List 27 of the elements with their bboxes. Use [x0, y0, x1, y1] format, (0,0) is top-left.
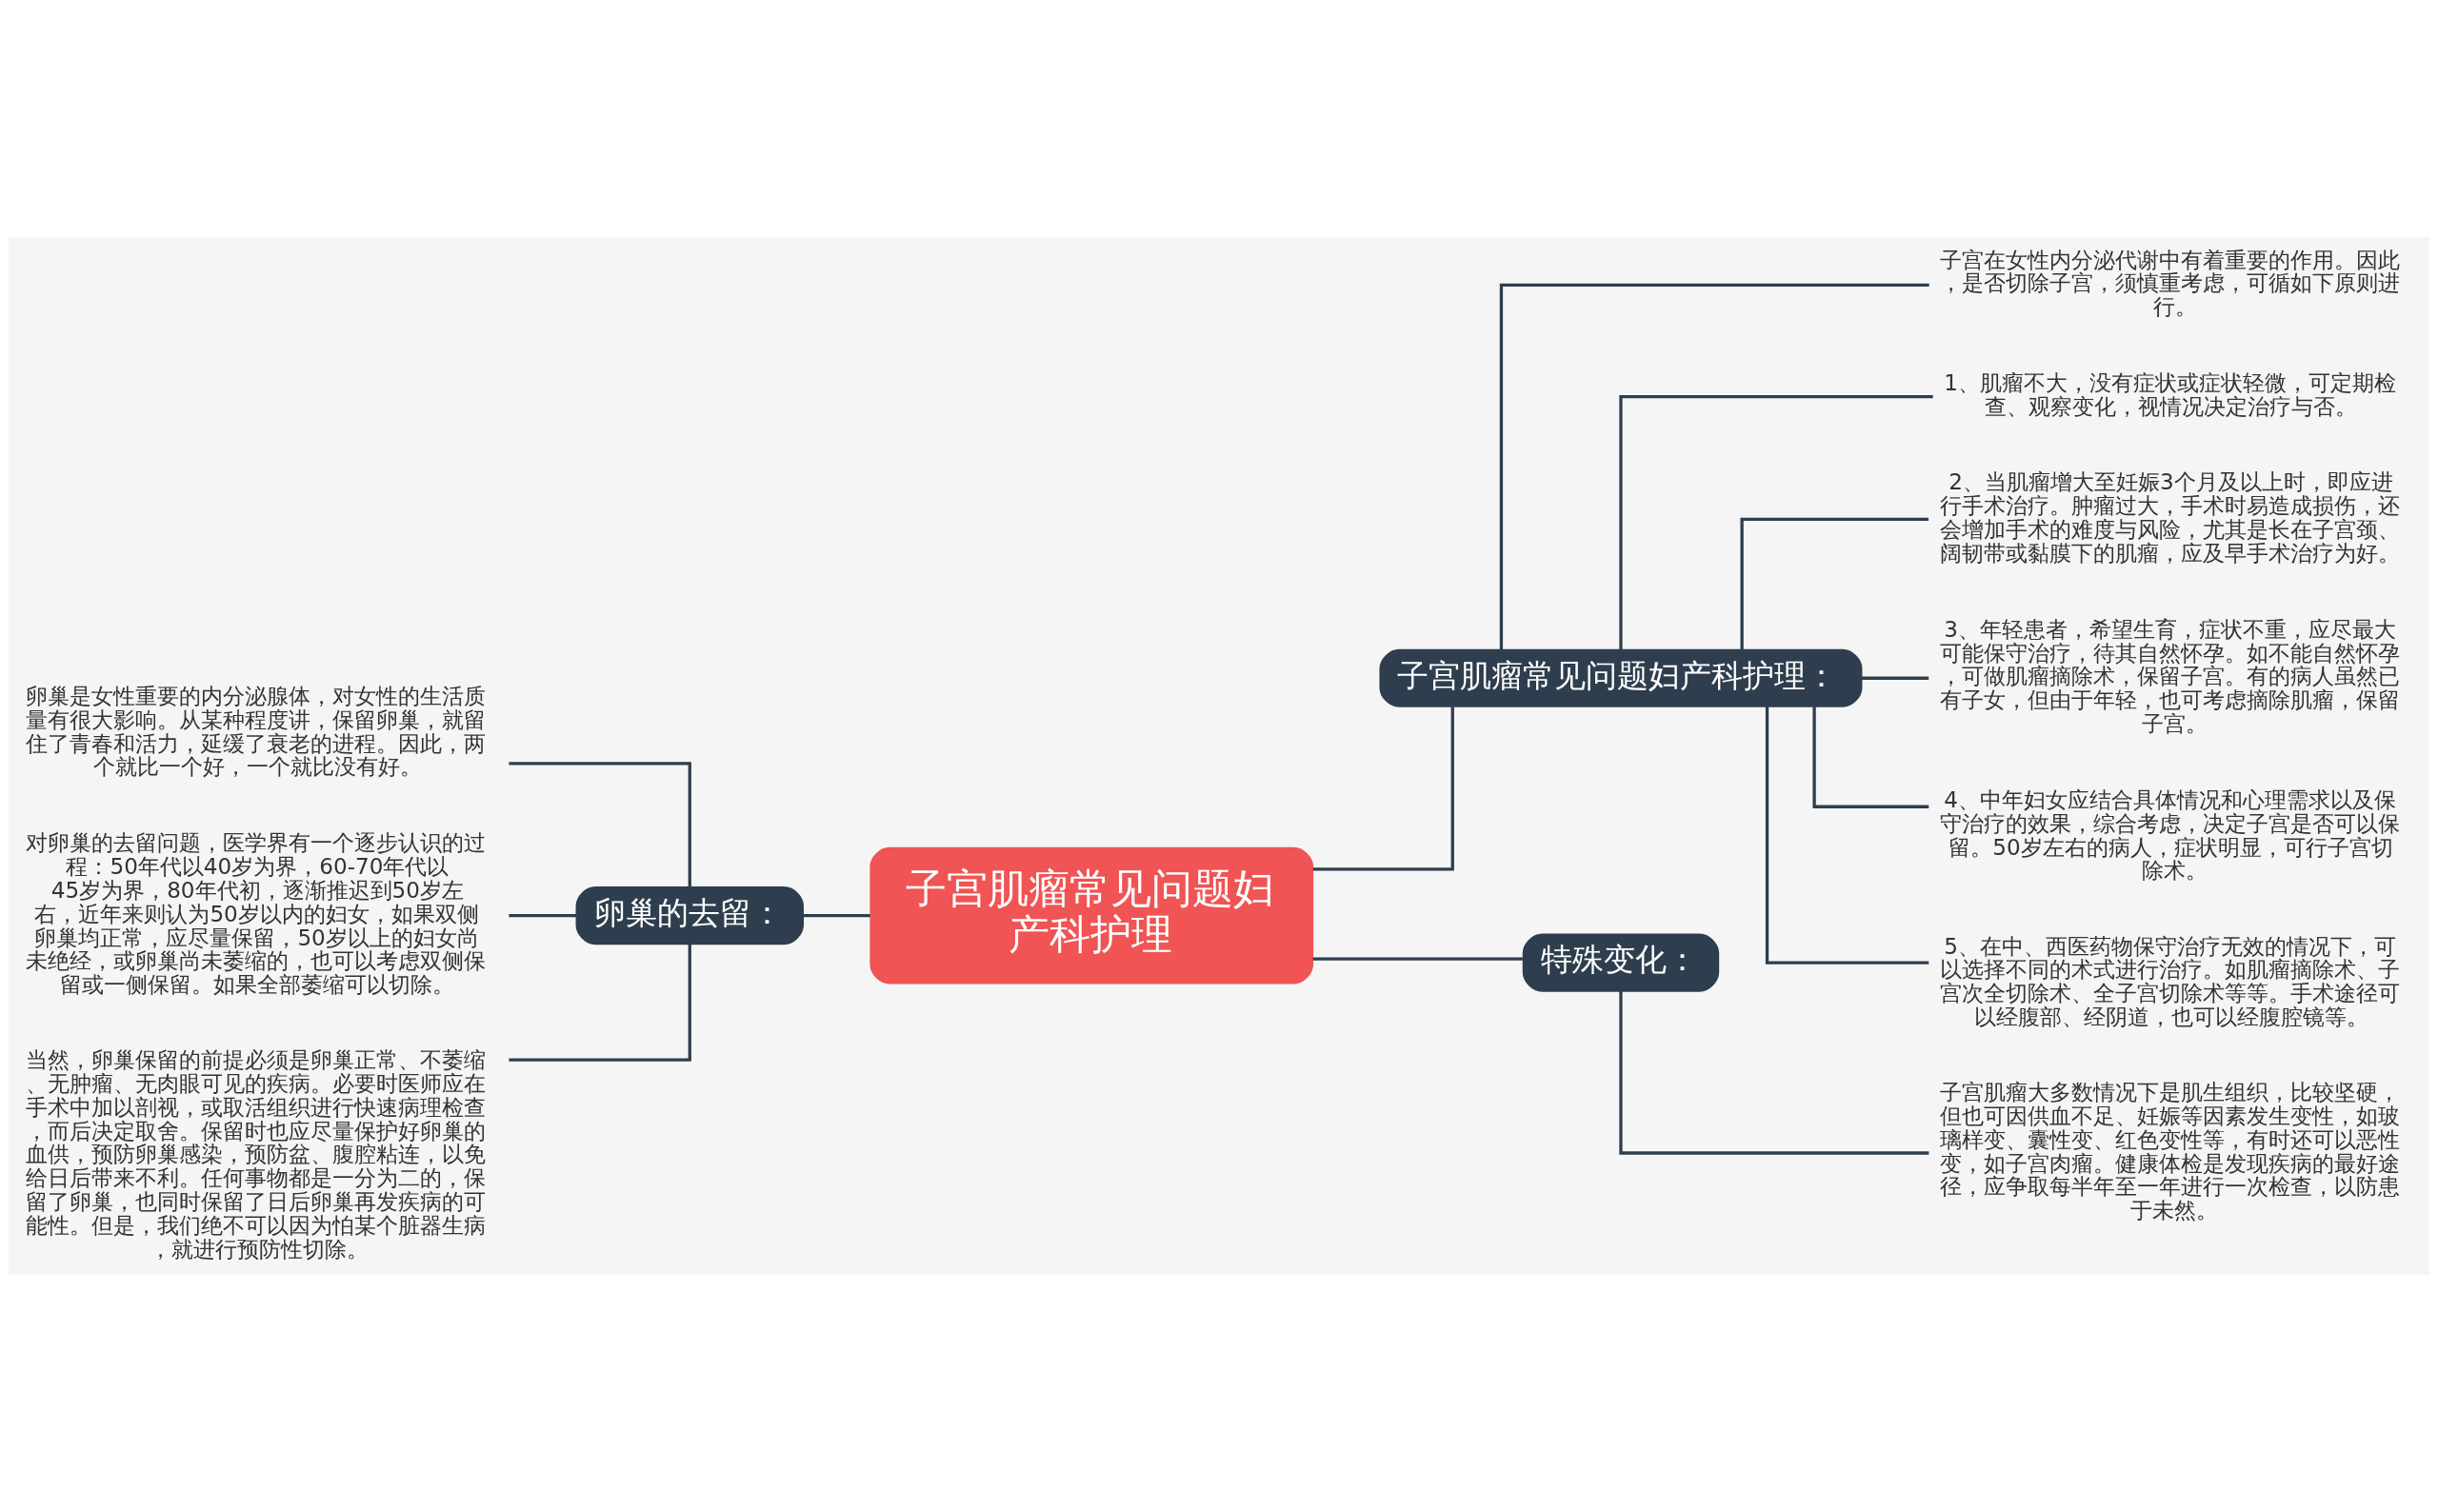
node-box: 子宫肌瘤常见问题妇产科护理： — [1379, 648, 1863, 707]
connector — [1740, 517, 1929, 650]
connector — [1312, 706, 1454, 871]
node-box: 卵巢的去留： — [575, 886, 804, 945]
node-text: 4、中年妇女应结合具体情况和心理需求以及保守治疗的效果，综合考虑，决定子宫是否可以保留。50岁左右的病人，症状明显，可行子宫切除术。 — [1940, 787, 2401, 884]
node-text: 当然，卵巢保留的前提必须是卵巢正常、不萎缩、无肿瘤、无肉眼可见的疾病。必要时医师应在手术中加以剖视，或取活组织进行快速病理检查，而后决定取舍。保留时也应尽量保护好卵巢的血供，预防卵巢感染，预防盆、腹腔粘连，以免给日后带来不利。任何事物都是一分为二的，保留了卵巢，也同时保留了日后卵巢再发疾病的可能性。但是，我们绝不可以因为怕某个脏器生病，就进行预防性切除。 — [26, 1047, 487, 1262]
connector — [509, 944, 691, 1062]
node-box: 子宫肌瘤常见问题妇产科护理 — [869, 846, 1314, 985]
node-text: 卵巢是女性重要的内分泌腺体，对女性的生活质量有很大影响。从某种程度讲，保留卵巢，就留住了青春和活力，延缓了衰老的进程。因此，两个就比一个好，一个就比没有好。 — [26, 684, 487, 780]
connector — [1312, 957, 1523, 961]
connector — [1499, 283, 1929, 649]
connector — [1765, 706, 1929, 965]
node-text: 对卵巢的去留问题，医学界有一个逐步认识的过程：50年代以40岁为界，60-70年代以45岁为界，80年代初，逐渐推迟到50岁左右，近年来则认为50岁以内的妇女，如果双侧卵巢均正常，应尽量保留，50岁以上的妇女尚未绝经，或卵巢尚未萎缩的，也可以考虑双侧保留或一侧保留。如果全部萎缩可以切除。 — [26, 830, 487, 998]
connector — [1812, 706, 1929, 808]
connector — [1619, 991, 1929, 1155]
node-box: 特殊变化： — [1522, 933, 1720, 992]
node-text: 1、肌瘤不大，没有症状或症状轻微，可定期检查、观察变化，视情况决定治疗与否。 — [1944, 370, 2397, 420]
node-text: 3、年轻患者，希望生育，症状不重，应尽最大可能保守治疗，待其自然怀孕。如不能自然怀孕，可做肌瘤摘除术，保留子宫。有的病人虽然已有子女，但由于年轻，也可考虑摘除肌瘤，保留子宫。 — [1940, 616, 2401, 736]
node-text: 5、在中、西医药物保守治疗无效的情况下，可以选择不同的术式进行治疗。如肌瘤摘除术、子宫次全切除术、全子宫切除术等等。手术途径可以经腹部、经阴道，也可以经腹腔镜等。 — [1940, 933, 2401, 1029]
connector — [1619, 395, 1933, 650]
connector — [1861, 676, 1929, 680]
connector — [803, 914, 870, 918]
node-text: 2、当肌瘤增大至妊娠3个月及以上时，即应进行手术治疗。肿瘤过大，手术时易造成损伤，还会增加手术的难度与风险，尤其是长在子宫颈、阔韧带或黏膜下的肌瘤，应及早手术治疗为好。 — [1940, 469, 2401, 566]
node-text: 子宫在女性内分泌代谢中有着重要的作用。因此，是否切除子宫，须慎重考虑，可循如下原则进行。 — [1940, 247, 2401, 320]
node-text: 子宫肌瘤大多数情况下是肌生组织，比较坚硬，但也可因供血不足、妊娠等因素发生变性，如玻璃样变、囊性变、红色变性等，有时还可以恶性变，如子宫肉瘤。健康体检是发现疾病的最好途径，应争取每半年至一年进行一次检查，以防患于未然。 — [1940, 1080, 2401, 1224]
connector — [509, 762, 691, 887]
connector — [509, 914, 577, 918]
